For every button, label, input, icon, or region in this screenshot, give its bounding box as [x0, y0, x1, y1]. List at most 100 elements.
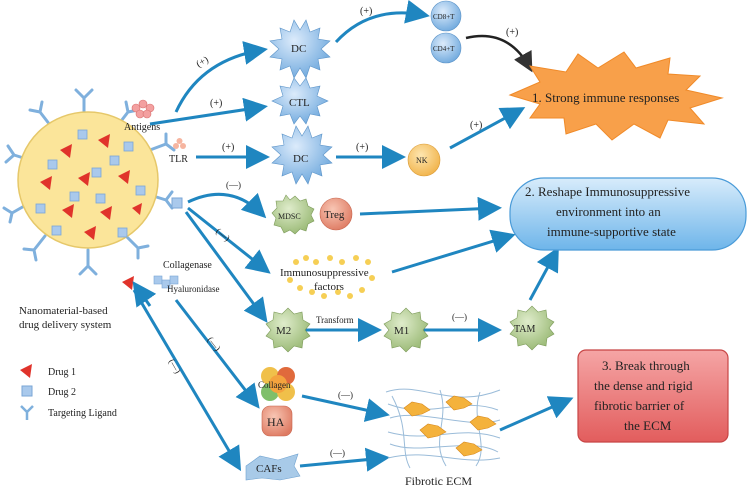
cd4-t-cell: CD4+T [430, 32, 462, 64]
nanosystem-drug-cafs-backarrow [132, 281, 157, 308]
ha-label: HA [267, 415, 285, 429]
label-collagen-ecm: (—) [338, 390, 353, 400]
arrow-cd4-outcome [465, 34, 533, 73]
drug2-source-icon [171, 197, 183, 209]
mdsc-label: MDSC [278, 212, 301, 221]
arrow-drug-m2 [184, 211, 268, 323]
arrow-labels: (+) (+) (+) (+) (+) (+) (+) (—) (—) Tran… [167, 6, 519, 458]
collagen-bundle: Collagen [258, 367, 295, 401]
arrow-antigens-ctl [149, 97, 268, 126]
legend-drug2-label: Drug 2 [48, 387, 76, 398]
nk-label: NK [416, 156, 428, 165]
label-m2-m1: Transform [316, 315, 354, 325]
tlr-label: TLR [169, 154, 188, 165]
immunosuppressive-label-line2: factors [314, 281, 344, 293]
arrow-drug-factors [187, 206, 271, 274]
label-nk-outcome: (+) [470, 120, 482, 131]
label-m1-tam: (—) [452, 312, 467, 322]
m2-label: M2 [276, 325, 291, 337]
outcome-2-line3: immune-supportive state [547, 224, 676, 239]
arrow-ecm-outcome [499, 396, 574, 432]
collagen-label: Collagen [258, 380, 291, 390]
ecm-cells [403, 395, 497, 457]
cd4-label: CD4+T [433, 45, 455, 53]
drug1-source-icon [122, 276, 134, 290]
label-drug-mdsc: (—) [226, 180, 241, 190]
arrow-tam-outcome [528, 246, 559, 301]
outcome-2-line1: 2. Reshape Immunosuppressive [525, 184, 690, 199]
label-antigens-dc: (+) [195, 54, 211, 70]
ctl-label: CTL [289, 97, 310, 109]
arrow-mdsc-outcome [359, 196, 502, 221]
tlr: TLR [169, 138, 188, 165]
tlr-icon [173, 138, 186, 149]
tam-label: TAM [514, 324, 536, 335]
label-dc-cd8: (+) [360, 6, 372, 17]
dc-top-cell: DC [269, 19, 331, 79]
arrow-nk-outcome [449, 107, 526, 150]
dc-top-label: DC [291, 43, 306, 55]
label-hyal-collagen: (—) [206, 335, 223, 353]
label-cd4-outcome: (+) [506, 27, 518, 38]
cd8-label: CD8+T [433, 13, 455, 21]
targeting-ligand-set [2, 88, 176, 276]
immunosuppressive-label-line1: Immunosuppressive [280, 267, 369, 279]
mdsc-cell: MDSC [271, 194, 315, 235]
treg-label: Treg [324, 209, 345, 221]
cafs-label: CAFs [256, 463, 282, 475]
immunosuppressive-factors: Immunosuppressive factors [280, 255, 375, 299]
m1-label: M1 [394, 325, 409, 337]
m2-cell: M2 [265, 307, 311, 353]
drug1-particles [40, 134, 142, 240]
label-antigens-ctl: (+) [210, 98, 222, 109]
outcome-3-line2: the dense and rigid [594, 378, 693, 393]
fibrotic-ecm-label: Fibrotic ECM [405, 474, 472, 488]
hyaluronidase-label: Hyaluronidase [167, 284, 219, 294]
outcome-1-starburst: 1. Strong immune responses [508, 51, 724, 141]
factor-dots-icon [287, 255, 375, 299]
nanosystem-caption-line2: drug delivery system [19, 319, 112, 331]
tam-cell: TAM [509, 305, 555, 351]
cafs-cell: CAFs [245, 453, 301, 481]
cd8-t-cell: CD8+T [430, 0, 462, 32]
antigen-cluster-icon [131, 99, 155, 119]
outcome-3-box: 3. Break through the dense and rigid fib… [577, 349, 729, 443]
outcome-2-line2: environment into an [556, 204, 661, 219]
dc-mid-label: DC [293, 153, 308, 165]
m1-cell: M1 [383, 307, 429, 353]
ha-molecule: HA [261, 405, 293, 437]
legend: Drug 1 Drug 2 Targeting Ligand [20, 364, 117, 420]
collagenase-label: Collagenase [163, 260, 212, 271]
legend-ligand-label: Targeting Ligand [48, 408, 117, 419]
nanomaterial-system: Nanomaterial-based drug delivery system [2, 88, 176, 331]
arrow-cafs-ecm [299, 447, 390, 472]
ctl-cell: CTL [271, 77, 329, 125]
drug2-particles [35, 129, 146, 238]
hyaluronidase-icon [153, 275, 179, 289]
nanosystem-caption-line1: Nanomaterial-based [19, 305, 108, 317]
drug1-legend-icon [20, 364, 32, 378]
arrow-set [132, 0, 574, 472]
nk-cell: NK [407, 143, 441, 177]
label-drug-cafs: (—) [167, 357, 183, 375]
fibrotic-ecm: Fibrotic ECM [385, 388, 501, 488]
arrow-hyal-collagen [174, 299, 260, 409]
arrow-factors-outcome [391, 229, 516, 274]
antigens-label: Antigens [124, 122, 160, 133]
outcome-3-line1: 3. Break through [602, 358, 690, 373]
collagenase: Collagenase [163, 260, 212, 271]
legend-drug1-label: Drug 1 [48, 367, 76, 378]
ecm-fiber-lines [385, 388, 501, 469]
treg-cell: Treg [319, 197, 353, 231]
outcome-3-line3: fibrotic barrier of [594, 398, 685, 413]
label-dc-nk: (+) [356, 142, 368, 153]
arrow-dc-cd8 [334, 0, 430, 44]
ligand-legend-icon [20, 405, 34, 420]
dc-mid-cell: DC [271, 125, 333, 185]
antigens: Antigens [124, 99, 160, 133]
label-cafs-ecm: (—) [330, 448, 345, 458]
drug2-legend-icon [21, 385, 33, 397]
arrow-antigens-dc [174, 41, 268, 113]
arrow-collagen-ecm [301, 394, 390, 422]
